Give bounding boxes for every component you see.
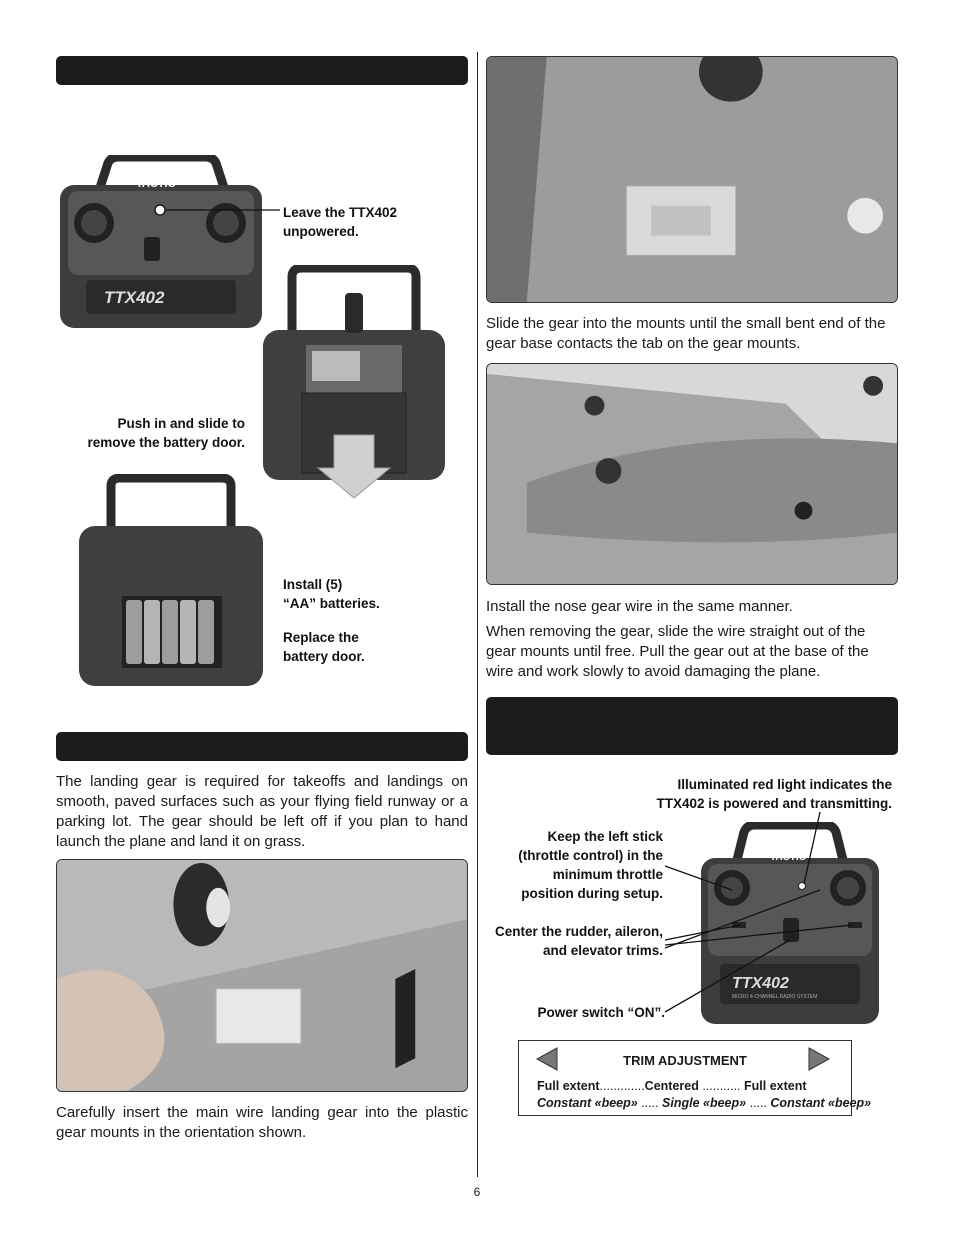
transmitter-setup-illustration: TACTIC TTX402 MICRO 4-CHANNEL RADIO SYST… — [701, 822, 879, 1024]
right-triangle-icon — [808, 1047, 831, 1071]
slide-gear-caption: Slide the gear into the mounts until the… — [486, 315, 886, 352]
callout-push-slide: Push in and slide to remove the battery … — [87, 416, 245, 450]
callout-red-light: Illuminated red light indicates the TTX4… — [656, 777, 892, 811]
transmitter-setup-model-logo: TTX402 — [732, 975, 789, 992]
callout-leave-unpowered: Leave the TTX402 unpowered. — [283, 205, 398, 239]
left-triangle-icon — [535, 1047, 558, 1071]
transmitter-batteries-illustration — [79, 474, 263, 686]
transmitter-front-illustration: TACTIC TTX402 — [60, 155, 262, 328]
transmitter-brand-logo: TACTIC — [136, 178, 176, 190]
section-header-bar-transmitter-batteries — [56, 56, 468, 85]
transmitter-model-logo: TTX402 — [104, 288, 165, 307]
trim-row-positions: Full extent.............Centered .......… — [537, 1079, 807, 1093]
removing-gear-caption: When removing the gear, slide the wire s… — [486, 623, 869, 680]
transmitter-setup-brand-logo: TACTIC — [770, 852, 806, 863]
photo-insert-gear — [56, 859, 468, 1092]
nose-gear-caption: Install the nose gear wire in the same m… — [486, 598, 793, 615]
section-header-bar-transmitter-setup — [486, 697, 898, 755]
trim-adjustment-box: TRIM ADJUSTMENT Full extent.............… — [518, 1040, 871, 1116]
trim-row-beeps: Constant «beep» ..... Single «beep» ....… — [537, 1096, 872, 1110]
transmitter-setup-model-subtitle: MICRO 4-CHANNEL RADIO SYSTEM — [732, 994, 817, 1000]
callout-install-batteries: Install (5) “AA” batteries. — [283, 577, 380, 611]
callout-power-switch: Power switch “ON”. — [537, 1005, 665, 1020]
insert-gear-caption: Carefully insert the main wire landing g… — [56, 1104, 468, 1141]
callout-center-trims: Center the rudder, aileron, and elevator… — [494, 924, 663, 958]
callout-left-stick: Keep the left stick (throttle control) i… — [518, 829, 663, 901]
section-header-bar-landing-gear — [56, 732, 468, 761]
trim-adjustment-title: TRIM ADJUSTMENT — [623, 1053, 747, 1068]
photo-nose-gear — [486, 363, 898, 585]
page-number: 6 — [473, 1185, 481, 1199]
photo-gear-mounts — [486, 56, 898, 303]
column-divider — [477, 52, 478, 1177]
landing-gear-paragraph: The landing gear is required for takeoff… — [56, 773, 468, 850]
callout-replace-door: Replace the battery door. — [283, 630, 365, 664]
transmitter-back-door-illustration — [263, 265, 445, 499]
